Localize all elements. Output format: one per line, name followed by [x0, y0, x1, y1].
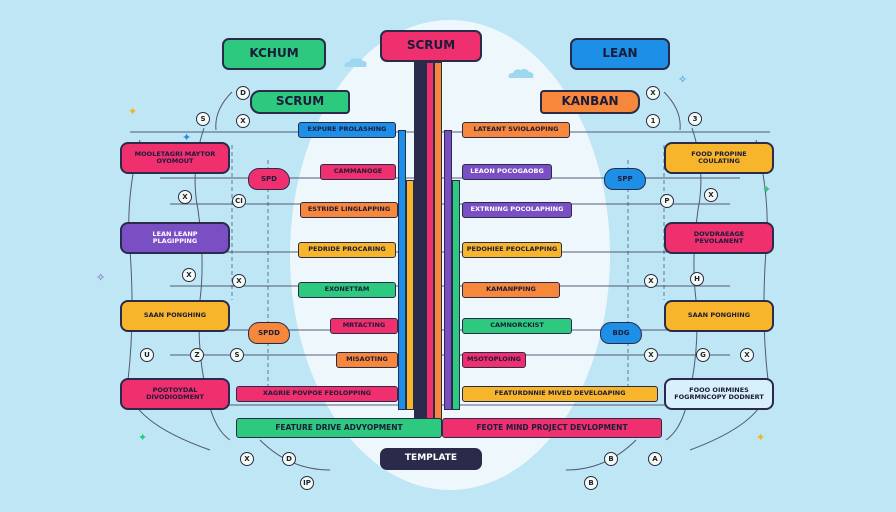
sparkle-icon: ✦	[138, 431, 148, 444]
node-circle: B	[604, 452, 618, 466]
node-circle: P	[660, 194, 674, 208]
sky-cloud-icon	[508, 68, 534, 78]
left-bar-5: EXONETTAM	[298, 282, 396, 298]
right-bar-7: MSOTOPLOING	[462, 352, 526, 368]
sky-cloud-icon	[344, 58, 367, 67]
node-circle: X	[240, 452, 254, 466]
right-column-green	[452, 180, 460, 410]
node-circle: X	[178, 190, 192, 204]
node-circle: D	[282, 452, 296, 466]
cloud-left-upper: SPD	[248, 168, 290, 190]
header-left-sub: SCRUM	[250, 90, 350, 114]
node-circle: Z	[190, 348, 204, 362]
left-column-yellow	[406, 180, 414, 410]
sparkle-icon: ✧	[96, 271, 106, 284]
center-column-orange	[434, 62, 442, 422]
node-circle: IP	[300, 476, 314, 490]
sparkle-icon: ✦	[762, 183, 772, 196]
right-box-4: FOOO OIRMINES FOGRMNCOPY DODNERT	[664, 378, 774, 410]
template-footer: TEMPLATE	[380, 448, 482, 470]
center-column-pink	[426, 62, 434, 422]
center-spine	[414, 62, 426, 422]
left-box-4: POOTOYDAL DIVODIODMENT	[120, 378, 230, 410]
right-column-purple	[444, 130, 452, 410]
right-bar-3: EXTRNING POCOLAPHING	[462, 202, 572, 218]
cloud-right-lower: BDG	[600, 322, 642, 344]
left-box-1: MOOLETAGRI MAYTOR OYOMOUT	[120, 142, 230, 174]
node-circle: X	[644, 348, 658, 362]
node-circle: X	[646, 86, 660, 100]
node-circle: S	[230, 348, 244, 362]
right-bar-8: FEATURDNNIE MIVED DEVELOAPING	[462, 386, 658, 402]
left-bar-7: MISAOTING	[336, 352, 398, 368]
right-bar-5: KAMANPPING	[462, 282, 560, 298]
left-box-2: LEAN LEANP PLAGIPPING	[120, 222, 230, 254]
header-top-scrum: SCRUM	[380, 30, 482, 62]
node-circle: H	[690, 272, 704, 286]
left-bar-4: PEDRIDE PROCARING	[298, 242, 396, 258]
left-box-3: SAAN PONGHING	[120, 300, 230, 332]
node-circle: B	[584, 476, 598, 490]
sparkle-icon: ✦	[182, 131, 192, 144]
node-circle: S	[196, 112, 210, 126]
node-circle: 3	[688, 112, 702, 126]
node-circle: U	[140, 348, 154, 362]
right-bar-2: LEAON POCOGAOBG	[462, 164, 552, 180]
sparkle-icon: ✦	[756, 431, 766, 444]
node-circle: A	[648, 452, 662, 466]
left-bar-1: EXPURE PROLASHING	[298, 122, 396, 138]
node-circle: CI	[232, 194, 246, 208]
node-circle: 1	[646, 114, 660, 128]
node-circle: X	[232, 274, 246, 288]
left-bar-8: XAGRIE POVPOE FEOLOPPING	[236, 386, 398, 402]
node-circle: X	[644, 274, 658, 288]
node-circle: G	[696, 348, 710, 362]
node-circle: D	[236, 86, 250, 100]
right-box-2: DOVDRAEAGE PEVOLANENT	[664, 222, 774, 254]
right-box-3: SAAN PONGHING	[664, 300, 774, 332]
header-right-top: LEAN	[570, 38, 670, 70]
right-bar-6: CAMNORCKIST	[462, 318, 572, 334]
left-column-blue	[398, 130, 406, 410]
right-box-1: FOOD PROPINE COULATING	[664, 142, 774, 174]
sparkle-icon: ✧	[678, 73, 688, 86]
right-bar-4: PEDOHIEE PEOCLAPPING	[462, 242, 562, 258]
header-left-top: KCHUM	[222, 38, 326, 70]
right-bar-1: LATEANT SVIOLAOPING	[462, 122, 570, 138]
sparkle-icon: ✦	[128, 105, 138, 118]
left-bar-3: ESTRIDE LINGLAPPING	[300, 202, 398, 218]
bottom-bar-right: FEOTE MIND PROJECT DEVLOPMENT	[442, 418, 662, 438]
node-circle: X	[182, 268, 196, 282]
node-circle: X	[704, 188, 718, 202]
cloud-left-lower: SPDD	[248, 322, 290, 344]
left-bar-2: CAMMANOGE	[320, 164, 396, 180]
cloud-right-upper: SPP	[604, 168, 646, 190]
node-circle: X	[740, 348, 754, 362]
node-circle: X	[236, 114, 250, 128]
header-right-sub: KANBAN	[540, 90, 640, 114]
bottom-bar-left: FEATURE DRIVE ADVYOPMENT	[236, 418, 442, 438]
left-bar-6: MRTACTING	[330, 318, 398, 334]
